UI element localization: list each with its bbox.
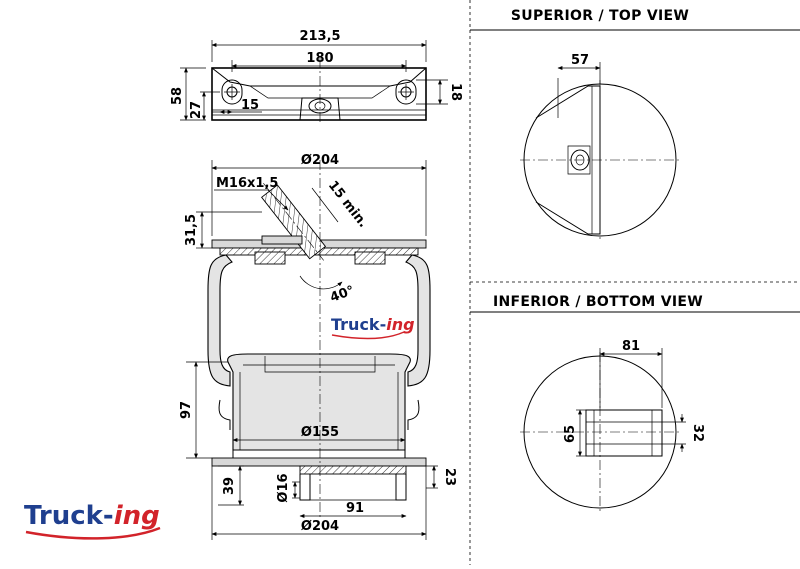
dim-top-view-offset: 57 [571,53,589,68]
label-thread: M16x1,5 [216,176,278,191]
dim-bottom-view-height: 65 [563,425,578,443]
dim-base-thickness: 23 [442,468,457,486]
brand-logo: Truck-ing [24,501,161,540]
dim-lower-height: 97 [179,401,194,419]
spring-logo-main: Truck- [331,315,386,334]
dim-pin-diameter: Ø16 [276,473,291,502]
bottom-view-title: INFERIOR / BOTTOM VIEW [493,294,703,310]
svg-text:Truck-ing: Truck-ing [331,315,415,334]
dim-bottom-diameter: Ø204 [301,519,339,534]
top-view-drawing: 57 [520,53,680,240]
dim-plate-height: 58 [170,87,185,105]
label-clearance: 15 min. [325,178,371,230]
dim-hole-height: 27 [189,101,204,119]
dim-base-center-width: 91 [346,501,364,516]
top-view-title: SUPERIOR / TOP VIEW [511,8,689,24]
dim-plate-width: 213,5 [299,29,340,44]
air-spring-section: Ø204 M16x1,5 15 min. 31,5 40° 97 Ø155 39… [179,153,457,540]
top-plate-view: 213,5 180 58 27 15 18 [170,29,463,124]
dim-hole-spacing: 180 [306,51,333,66]
dim-base-height: 39 [222,477,237,495]
dim-piston-diameter: Ø155 [301,425,339,440]
view-dividers [469,0,800,565]
brand-logo-suffix: ing [114,501,160,531]
dim-slot-width: 18 [448,83,463,101]
svg-text:Truck-ing: Truck-ing [24,501,160,531]
bottom-view-drawing: 81 65 32 [520,339,705,512]
dim-hole-offset: 15 [241,98,259,113]
dim-top-height: 31,5 [184,214,199,246]
brand-logo-main: Truck- [24,501,114,531]
spring-brand-logo: Truck-ing [331,315,415,340]
spring-logo-suffix: ing [386,315,414,334]
dim-bottom-view-width: 81 [622,339,640,354]
dim-bottom-view-slot: 32 [690,424,705,442]
dim-top-diameter: Ø204 [301,153,339,168]
label-angle: 40° [328,283,356,306]
